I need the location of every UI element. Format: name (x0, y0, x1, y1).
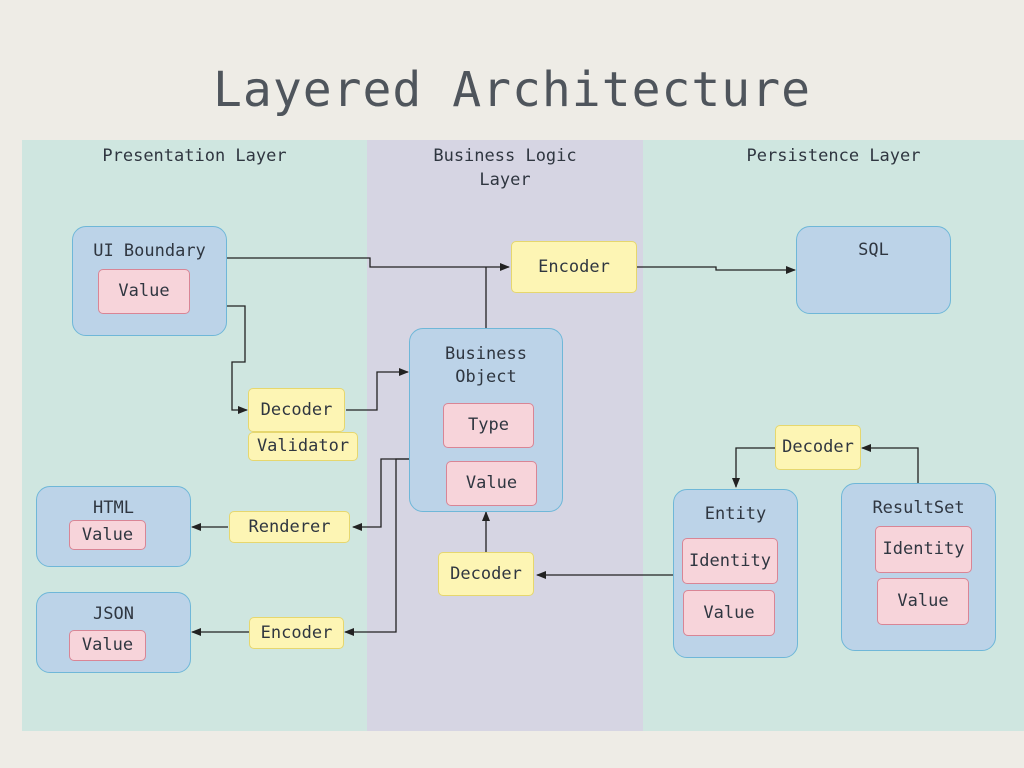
arrow-ui-to-encoder (227, 257, 510, 271)
persistence-lane-title: Persistence Layer (746, 146, 921, 166)
decoder-presentation-tag: Decoder (248, 388, 345, 432)
resultset-identity-chip: Identity (875, 526, 972, 573)
business-lane-title: Business Logic Layer (433, 146, 577, 190)
business-object-type-chip: Type (443, 403, 534, 448)
encoder-business-tag: Encoder (511, 241, 637, 293)
arrow-encoder-to-sql (637, 266, 796, 274)
arrow-decoder-to-entity (732, 447, 776, 488)
resultset-box: ResultSet Identity Value (841, 483, 996, 651)
validator-tag: Validator (248, 432, 358, 461)
business-object-box: Business Object Type Value (409, 328, 563, 512)
ui-boundary-value-chip: Value (98, 269, 190, 314)
arrow-ui-to-decoder (227, 305, 248, 414)
decoder-persistence-tag: Decoder (775, 425, 861, 470)
html-value-chip: Value (69, 520, 146, 550)
entity-title: Entity (704, 504, 767, 524)
decoder-business-tag: Decoder (438, 552, 534, 596)
json-box: JSON Value (36, 592, 191, 673)
json-value-chip: Value (69, 630, 146, 661)
entity-box: Entity Identity Value (673, 489, 798, 658)
resultset-title: ResultSet (872, 498, 965, 518)
entity-identity-chip: Identity (682, 538, 778, 584)
slide-title: Layered Architecture (213, 62, 811, 118)
ui-boundary-title: UI Boundary (93, 241, 206, 261)
arrow-business-object-to-encoder (344, 458, 410, 636)
resultset-value-chip: Value (877, 578, 969, 625)
html-title: HTML (93, 498, 134, 518)
arrow-decoder-to-business-object (346, 368, 409, 411)
html-box: HTML Value (36, 486, 191, 567)
encoder-presentation-tag: Encoder (249, 617, 344, 649)
renderer-tag: Renderer (229, 511, 350, 543)
sql-box: SQL (796, 226, 951, 314)
arrow-resultset-to-decoder (861, 444, 919, 483)
entity-value-chip: Value (683, 590, 775, 636)
arrow-business-object-to-renderer (352, 458, 410, 531)
presentation-lane-title: Presentation Layer (102, 146, 287, 166)
sql-title: SQL (858, 240, 889, 260)
json-title: JSON (93, 604, 134, 624)
business-object-value-chip: Value (446, 461, 537, 506)
ui-boundary-box: UI Boundary Value (72, 226, 227, 336)
business-object-title: Business Object (445, 344, 527, 387)
